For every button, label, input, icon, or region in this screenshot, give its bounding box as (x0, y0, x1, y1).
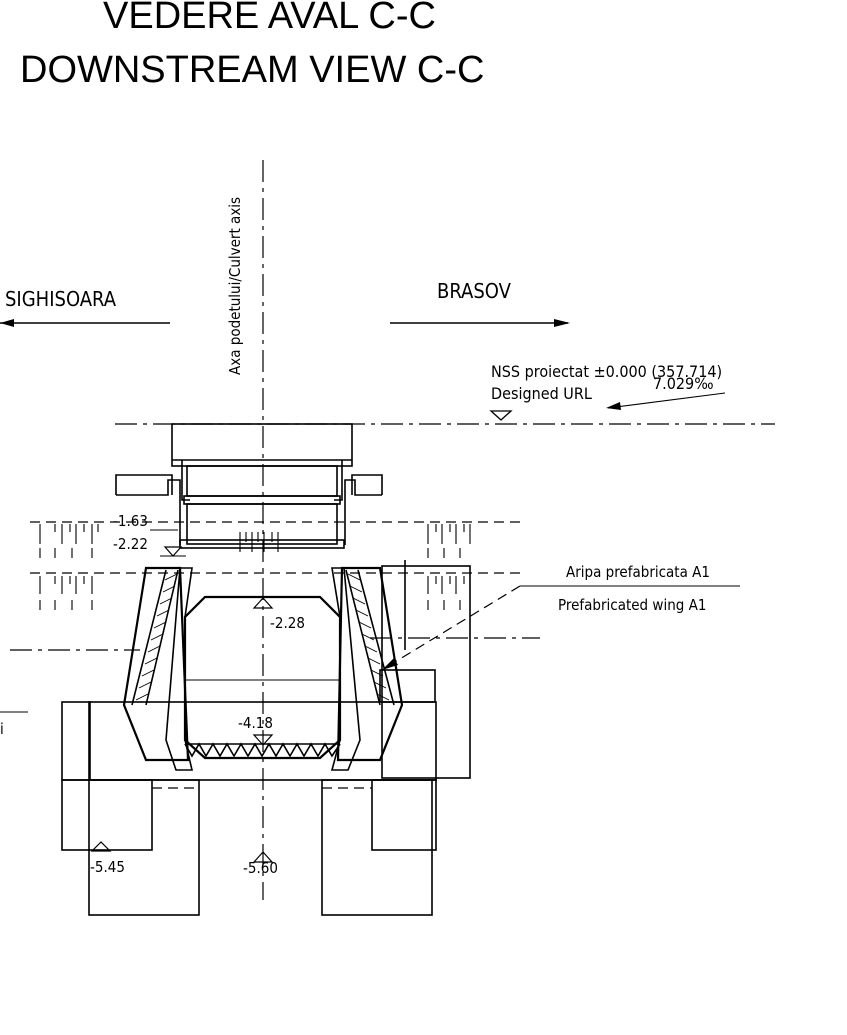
pile-left (88, 779, 200, 916)
right-sidewalk (351, 474, 383, 495)
slope-arrow-line (607, 392, 726, 409)
road-level-marker (489, 410, 513, 421)
foundation-slab (88, 701, 437, 781)
level-label-2: -2.22 (113, 535, 148, 553)
wing-note-arrowhead (382, 658, 398, 670)
level-label-6: -5.60 (243, 859, 278, 877)
road-slope-label: 7.029‰ (653, 374, 714, 393)
title-en: DOWNSTREAM VIEW C-C (20, 49, 484, 91)
deck-body (186, 503, 338, 545)
title-ro: VEDERE AVAL C-C (103, 0, 436, 37)
right-sidewalk-edge (344, 479, 382, 545)
deck-band (183, 495, 341, 505)
left-sidewalk (115, 474, 173, 495)
foundation-right-lower (371, 779, 437, 851)
road-level-label-en: Designed URL (491, 384, 592, 403)
level-label-1: -1.63 (113, 512, 148, 530)
right-wall-body (330, 567, 361, 771)
level-marker-2 (163, 546, 183, 557)
level-label-5: -5.45 (90, 858, 125, 876)
pile-right (321, 779, 433, 916)
direction-right-arrowhead (554, 319, 570, 327)
right-wing-hatch (345, 569, 395, 706)
left-wing-hatch (131, 569, 179, 706)
left-edge-mark: i (0, 720, 4, 738)
wing-note-en: Prefabricated wing A1 (558, 596, 706, 614)
level-marker-5 (90, 841, 112, 852)
right-curb (334, 460, 343, 501)
left-sidewalk-edge (116, 479, 181, 545)
riprap-zigzag (184, 742, 341, 758)
foundation-left-step (61, 701, 91, 781)
deck-lower (186, 465, 338, 497)
wing-note-leader (384, 585, 521, 669)
right-wing-block (379, 669, 436, 703)
level-marker-3 (252, 597, 274, 609)
slope-arrowhead (606, 402, 621, 410)
right-wall-outer (336, 566, 404, 762)
direction-right-label: BRASOV (437, 279, 512, 303)
road-level-label-ro: NSS proiectat ±0.000 (357.714) (491, 362, 722, 381)
direction-left-label: SIGHISOARA (5, 287, 117, 311)
left-curb (181, 460, 190, 501)
level-marker-4 (252, 734, 274, 746)
ground-markers-right (427, 524, 471, 610)
level-label-3: -2.28 (270, 614, 305, 632)
foundation-left-lower (61, 779, 153, 851)
left-wall-body (165, 567, 194, 771)
direction-left-arrowhead (0, 319, 14, 327)
level-label-4: -4.18 (238, 714, 273, 732)
ground-markers-left (39, 524, 279, 610)
level-marker-6 (252, 851, 274, 863)
wing-note-ro: Aripa prefabricata A1 (566, 563, 710, 581)
right-retaining-block (381, 565, 471, 779)
axis-label: Axa podetului/Culvert axis (226, 197, 244, 375)
